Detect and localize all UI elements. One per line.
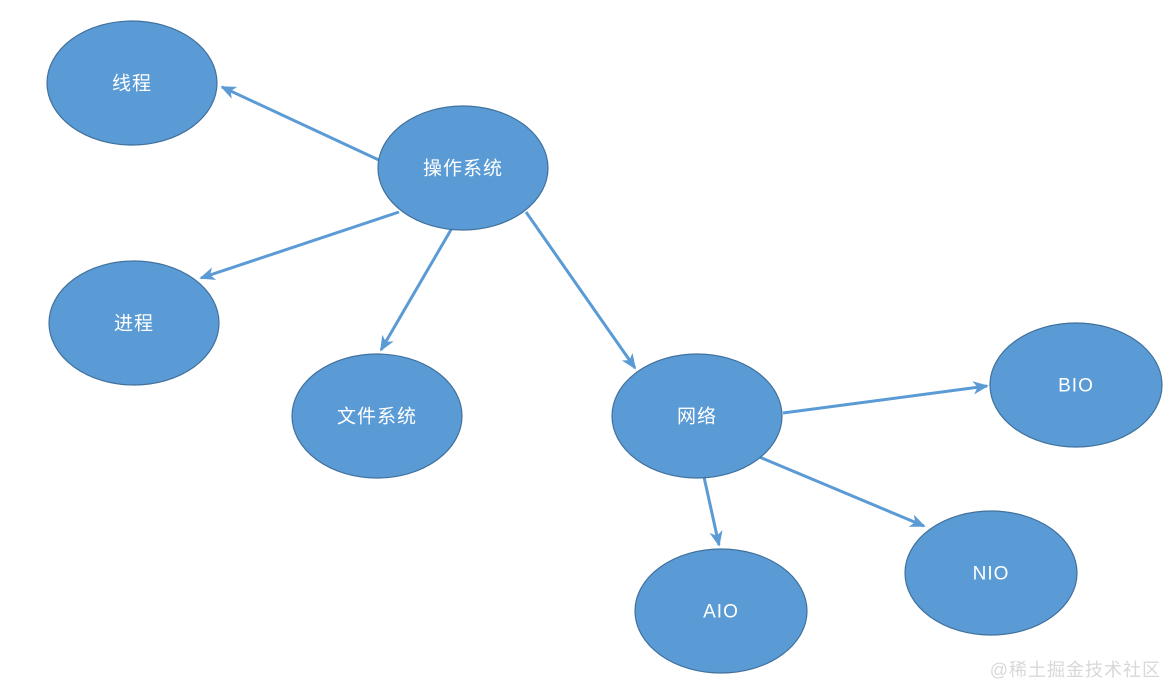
node-bio: BIO xyxy=(989,322,1163,448)
node-thread: 线程 xyxy=(46,20,218,146)
node-os-label: 操作系统 xyxy=(423,158,503,180)
edge-network-to-aio xyxy=(702,476,723,547)
node-nio-shape xyxy=(904,510,1078,636)
watermark-text: @稀土掘金技术社区 xyxy=(990,660,1161,680)
node-os-shape xyxy=(377,105,549,231)
node-bio-label: BIO xyxy=(1058,376,1094,397)
node-os: 操作系统 xyxy=(377,105,549,231)
node-aio-shape xyxy=(634,548,808,674)
node-process: 进程 xyxy=(48,260,220,386)
edges-layer xyxy=(199,85,989,547)
edge-os-to-process xyxy=(199,210,400,280)
node-nio: NIO xyxy=(904,510,1078,636)
node-bio-shape xyxy=(989,322,1163,448)
node-filesystem-shape xyxy=(291,353,463,479)
edge-os-to-filesystem xyxy=(379,227,454,352)
edge-network-to-bio xyxy=(782,381,989,415)
nodes-layer: 线程 操作系统 进程 文件系统 网络 BIO xyxy=(46,20,1163,674)
node-aio: AIO xyxy=(634,548,808,674)
node-aio-label: AIO xyxy=(703,602,739,623)
edge-os-to-network xyxy=(524,211,637,370)
node-process-shape xyxy=(48,260,220,386)
node-thread-shape xyxy=(46,20,218,146)
node-network-shape xyxy=(611,353,783,479)
node-filesystem-label: 文件系统 xyxy=(337,406,417,428)
node-network: 网络 xyxy=(611,353,783,479)
node-nio-label: NIO xyxy=(973,564,1010,585)
edge-os-to-thread xyxy=(220,85,382,163)
node-thread-label: 线程 xyxy=(112,73,152,95)
node-process-label: 进程 xyxy=(114,313,154,335)
edge-network-to-nio xyxy=(756,454,926,528)
node-filesystem: 文件系统 xyxy=(291,353,463,479)
node-network-label: 网络 xyxy=(677,406,717,428)
